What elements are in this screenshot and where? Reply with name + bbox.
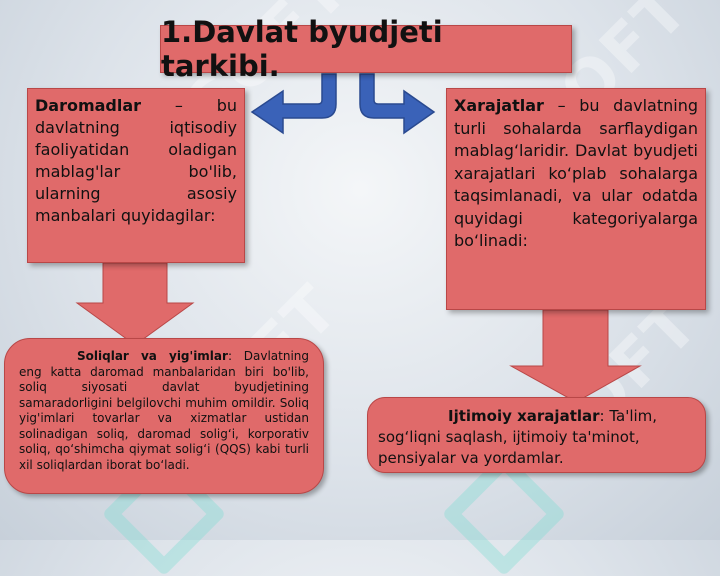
social-expenses-text: : Ta'lim, sog‘liqni saqlash, ijtimoiy ta… [378,407,658,467]
taxes-text: : Davlatning eng katta daromad manbalari… [19,349,310,472]
social-expenses-box: Ijtimoiy xarajatlar: Ta'lim, sog‘liqni s… [367,397,706,473]
expense-box: Xarajatlar – bu davlatning turli sohalar… [446,88,706,310]
income-box: Daromadlar – bu davlatning iqtisodiy fao… [27,88,245,263]
diagram-title: 1.Davlat byudjeti tarkibi. [160,15,572,83]
connector-arrows [75,73,642,403]
left-connector-arrow [250,73,337,135]
social-expenses-heading: Ijtimoiy xarajatlar [448,407,600,425]
right-down-arrow [509,309,642,403]
left-down-arrow [75,262,195,346]
expense-text: – bu davlatning turli sohalarda sarflayd… [454,96,698,250]
income-text: – bu davlatning iqtisodiy faoliyatidan o… [35,96,237,225]
income-heading: Daromadlar [35,96,142,115]
right-connector-arrow [359,73,436,135]
taxes-heading: Soliqlar va yig'imlar [77,349,228,363]
expense-heading: Xarajatlar [454,96,544,115]
taxes-box: Soliqlar va yig'imlar: Davlatning eng ka… [4,338,324,494]
